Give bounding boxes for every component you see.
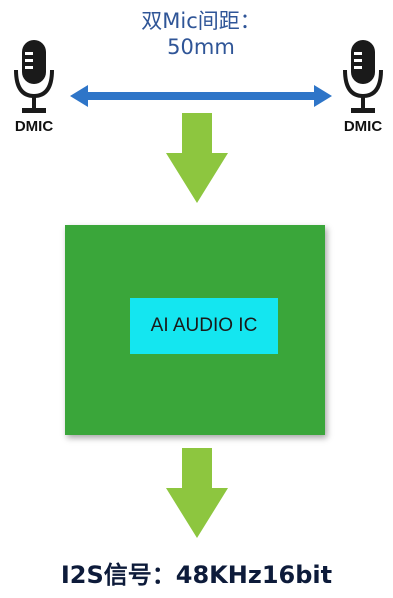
double-arrow-icon bbox=[70, 85, 332, 107]
microphone-icon bbox=[14, 40, 54, 113]
mic-label-left: DMIC bbox=[14, 118, 54, 135]
chip-label: AI AUDIO IC bbox=[130, 298, 278, 354]
spacing-label-line2: 50mm bbox=[167, 35, 235, 59]
down-arrow-icon bbox=[166, 448, 228, 538]
right-microphone: DMIC bbox=[333, 40, 393, 140]
left-microphone: DMIC bbox=[4, 40, 64, 140]
spacing-label-line1: 双Mic间距： bbox=[141, 9, 261, 33]
spacing-label: 双Mic间距： 50mm bbox=[96, 8, 306, 60]
microphone-icon bbox=[343, 40, 383, 113]
down-arrow-icon bbox=[166, 113, 228, 203]
mic-label-right: DMIC bbox=[343, 118, 383, 135]
output-signal-label: I2S信号：48KHz16bit bbox=[60, 561, 333, 589]
